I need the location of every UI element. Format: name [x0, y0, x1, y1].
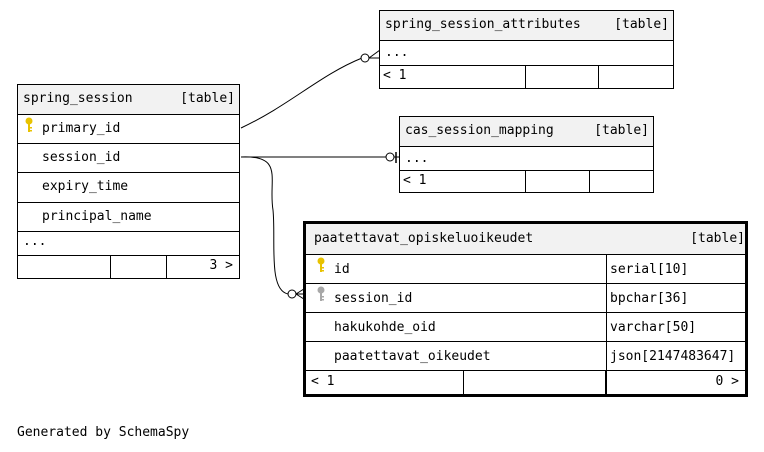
- generated-by-label: Generated by SchemaSpy: [17, 425, 190, 440]
- column-row[interactable]: primary_id: [18, 115, 239, 144]
- column-name: hakukohde_oid: [334, 320, 436, 335]
- table-name: spring_session_attributes: [385, 17, 581, 32]
- table-footer: 3 >: [18, 256, 239, 278]
- table-kind: [table]: [180, 91, 235, 106]
- parents-count[interactable]: < 1: [311, 374, 335, 389]
- column-row[interactable]: id serial[10]: [306, 255, 745, 284]
- table-name: cas_session_mapping: [405, 123, 554, 138]
- table-header[interactable]: cas_session_mapping [table]: [400, 117, 653, 147]
- column-name: paatettavat_oikeudet: [334, 349, 491, 364]
- column-row[interactable]: paatettavat_oikeudet json[2147483647]: [306, 342, 745, 371]
- table-header[interactable]: spring_session [table]: [18, 85, 239, 115]
- children-count[interactable]: 0 >: [715, 374, 739, 389]
- key-icon: [317, 257, 325, 272]
- column-name: expiry_time: [42, 179, 129, 194]
- table-header[interactable]: spring_session_attributes [table]: [380, 11, 673, 41]
- column-row[interactable]: session_id bpchar[36]: [306, 284, 745, 313]
- table-spring-session-attributes[interactable]: spring_session_attributes [table] ... < …: [379, 10, 674, 89]
- column-type: serial[10]: [610, 262, 689, 277]
- table-cas-session-mapping[interactable]: cas_session_mapping [table] ... < 1: [399, 116, 654, 193]
- more-columns-row[interactable]: ...: [18, 232, 239, 256]
- table-footer: < 1: [380, 66, 673, 88]
- column-row[interactable]: expiry_time: [18, 173, 239, 203]
- column-name: session_id: [334, 291, 413, 306]
- parents-count[interactable]: < 1: [403, 173, 427, 188]
- column-name: id: [334, 262, 350, 277]
- column-name: primary_id: [42, 121, 121, 136]
- ellipsis: ...: [405, 151, 429, 166]
- table-header[interactable]: paatettavat_opiskeluoikeudet [table]: [306, 224, 745, 255]
- column-name: principal_name: [42, 209, 152, 224]
- column-type: json[2147483647]: [610, 349, 736, 364]
- table-spring-session[interactable]: spring_session [table] primary_id sessio…: [17, 84, 240, 279]
- optional-end-circle: [360, 53, 370, 63]
- ellipsis: ...: [385, 45, 409, 60]
- table-kind: [table]: [690, 231, 745, 246]
- column-row[interactable]: hakukohde_oid varchar[50]: [306, 313, 745, 342]
- relationship-line-attributes: [240, 57, 363, 129]
- column-type: bpchar[36]: [610, 291, 689, 306]
- children-count[interactable]: 3 >: [209, 258, 233, 273]
- table-footer: < 1: [400, 171, 653, 192]
- column-name: session_id: [42, 150, 121, 165]
- column-row[interactable]: session_id: [18, 144, 239, 173]
- column-type: varchar[50]: [610, 320, 697, 335]
- table-kind: [table]: [614, 17, 669, 32]
- table-name: paatettavat_opiskeluoikeudet: [314, 231, 534, 246]
- type-column-divider: [606, 255, 607, 394]
- table-paatettavat-opiskeluoikeudet[interactable]: paatettavat_opiskeluoikeudet [table] id …: [303, 221, 748, 397]
- parents-count[interactable]: < 1: [383, 68, 407, 83]
- key-icon: [25, 117, 33, 132]
- crowfoot-end: [368, 49, 381, 59]
- table-footer: < 1 0 >: [306, 371, 745, 394]
- relationship-line-paatettavat: [240, 156, 289, 295]
- more-columns-row[interactable]: ...: [380, 41, 673, 66]
- more-columns-row[interactable]: ...: [400, 147, 653, 171]
- key-icon: [317, 286, 325, 301]
- table-name: spring_session: [23, 91, 133, 106]
- optional-end-circle: [385, 152, 395, 162]
- ellipsis: ...: [23, 234, 47, 249]
- table-kind: [table]: [594, 123, 649, 138]
- optional-end-circle: [287, 289, 297, 299]
- column-row[interactable]: principal_name: [18, 203, 239, 232]
